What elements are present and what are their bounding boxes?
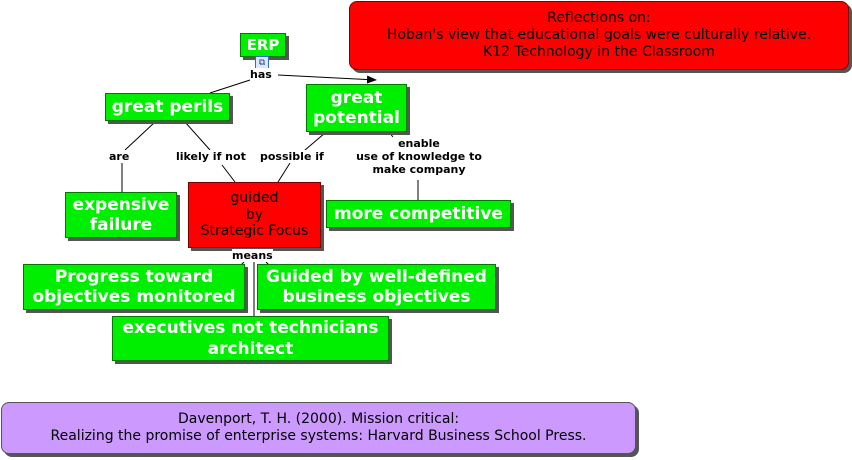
citation-box: Davenport, T. H. (2000). Mission critica… (1, 402, 636, 454)
concept-guided-by-strategic-focus[interactable]: guided by Strategic Focus (188, 182, 321, 248)
concept-executives-architect[interactable]: executives not technicians architect (112, 316, 389, 361)
link-label-means: means (232, 249, 273, 262)
concept-erp[interactable]: ERP (240, 33, 286, 57)
link-potential-possible (304, 132, 326, 151)
link-likely-guided (221, 164, 236, 183)
link-possible-guided (277, 162, 291, 183)
link-label-enable: enable use of knowledge to make company (350, 137, 488, 177)
concept-guided-objectives[interactable]: Guided by well-defined business objectiv… (257, 264, 496, 310)
link-perils-likely (184, 121, 211, 151)
link-label-possible-if: possible if (260, 150, 324, 163)
link-label-likely-if-not: likely if not (176, 150, 246, 163)
concept-more-competitive[interactable]: more competitive (326, 200, 511, 228)
link-has-perils (209, 79, 251, 94)
reflections-title: Reflections on: Hoban's view that educat… (349, 1, 849, 70)
link-has-potential (277, 74, 377, 84)
concept-great-perils[interactable]: great perils (105, 93, 230, 121)
concept-progress-monitored[interactable]: Progress toward objectives monitored (23, 264, 245, 310)
concept-expensive-failure[interactable]: expensive failure (65, 192, 177, 238)
link-perils-are (124, 121, 156, 151)
link-label-has: has (250, 68, 272, 81)
concept-great-potential[interactable]: great potential (306, 84, 407, 132)
link-label-are: are (109, 150, 130, 163)
